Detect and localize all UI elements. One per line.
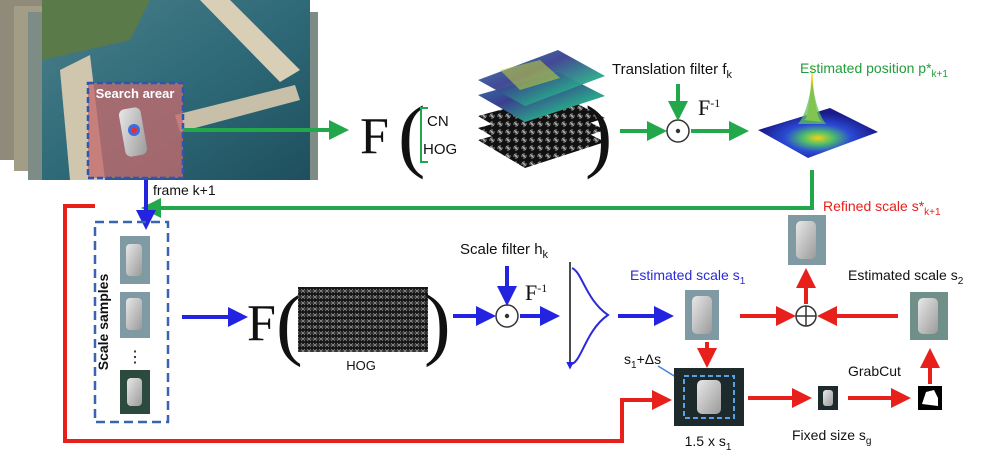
arrow-refined-scale-loop bbox=[63, 204, 672, 443]
frame-label: frame k+1 bbox=[153, 182, 216, 198]
grabcut-label: GrabCut bbox=[848, 363, 901, 379]
jetty bbox=[175, 85, 300, 132]
estimated-scale-s2-label: Estimated scale s2 bbox=[848, 267, 964, 287]
hog-label: HOG bbox=[346, 358, 376, 373]
response-map-peak bbox=[758, 60, 878, 158]
delta-scale-label: s1+Δs bbox=[624, 351, 661, 371]
paren-close-top: ) bbox=[585, 89, 612, 180]
scale-filter-label: Scale filter hk bbox=[460, 241, 549, 261]
search-area-label: Search arear bbox=[96, 86, 175, 101]
cn-map-highlight bbox=[500, 60, 560, 90]
boat-icon bbox=[118, 107, 148, 157]
scale-samples-ellipsis: ⋮ bbox=[127, 349, 143, 366]
fixed-size-label: Fixed size sg bbox=[792, 427, 871, 447]
feature-function-bottom: F bbox=[247, 295, 276, 352]
scale-sample-thumbnails: ⋮ bbox=[120, 236, 150, 414]
hog-map-layer-1 bbox=[478, 94, 605, 144]
inverse-fourier-top: F-1 bbox=[698, 95, 720, 120]
enlarged-inner-box bbox=[683, 375, 735, 419]
hog-feature-map bbox=[298, 287, 428, 352]
response-surface bbox=[758, 108, 878, 158]
bracket-features bbox=[420, 107, 428, 163]
feature-hog-label: HOG bbox=[423, 141, 457, 158]
refined-scale-label: Refined scale s*k+1 bbox=[823, 198, 941, 218]
scale-samples-label: Scale samples bbox=[95, 274, 111, 371]
estimated-scale-s1-label: Estimated scale s1 bbox=[630, 267, 746, 287]
scale-samples-box bbox=[93, 220, 170, 424]
feature-cn-label: CN bbox=[427, 113, 449, 130]
inverse-fourier-bottom: F-1 bbox=[525, 280, 547, 305]
video-frame-stack: Search arear bbox=[0, 0, 318, 180]
shore-land bbox=[42, 0, 150, 60]
enlarged-label: 1.5 x s1 bbox=[685, 433, 732, 453]
translation-filter-label: Translation filter fk bbox=[612, 61, 733, 81]
pier-right bbox=[200, 0, 300, 82]
arrow-position-feedback bbox=[141, 170, 814, 218]
scale-response-curve bbox=[571, 267, 610, 365]
paren-close-bottom: ) bbox=[424, 280, 451, 368]
feature-function-top: F bbox=[360, 108, 389, 165]
feature-map-stack bbox=[478, 50, 605, 168]
estimated-position-label: Estimated position p*k+1 bbox=[800, 60, 948, 80]
